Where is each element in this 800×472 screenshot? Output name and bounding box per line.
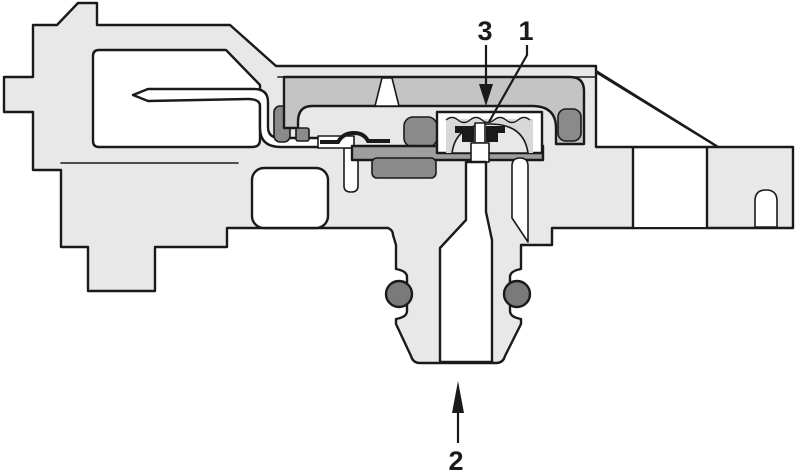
callout-1-leader-line: [488, 45, 529, 123]
o-ring-right: [502, 279, 532, 309]
callout-2-arrowhead: [452, 381, 464, 413]
sensing-chip-right: [486, 126, 505, 142]
measuring-cell: [435, 110, 544, 163]
sensing-chip-left: [455, 126, 474, 142]
body-cavity-cutout: [250, 166, 330, 230]
cover-pin: [374, 77, 400, 107]
sealant-blob-right: [557, 108, 582, 142]
pressure-port: [384, 157, 532, 364]
sealant-blob-mid: [403, 116, 438, 148]
port-bore: [438, 160, 494, 364]
contact-spring: [320, 130, 390, 144]
sensing-element-post: [474, 122, 486, 144]
callout-3-label: 3: [477, 16, 492, 46]
pressure-stem: [470, 142, 490, 163]
callout-2-label: 2: [448, 446, 463, 472]
port-side-void: [511, 157, 529, 243]
callout-3-arrowhead: [479, 84, 493, 106]
flange-gusset-rib: [594, 70, 720, 149]
sealant-foot-left: [295, 127, 310, 142]
cover-assembly: [273, 75, 597, 146]
sealant-under-substrate: [371, 157, 437, 179]
callouts: 3 1 2: [448, 16, 533, 472]
cover-molding: [282, 75, 586, 146]
o-ring-left: [384, 279, 414, 309]
sensor-module: [317, 110, 545, 179]
gel-surface-wave: [445, 116, 531, 124]
flange-bore-band: [633, 149, 707, 227]
flange-mounting-slot: [754, 189, 778, 228]
callout-1-label: 1: [518, 16, 533, 46]
